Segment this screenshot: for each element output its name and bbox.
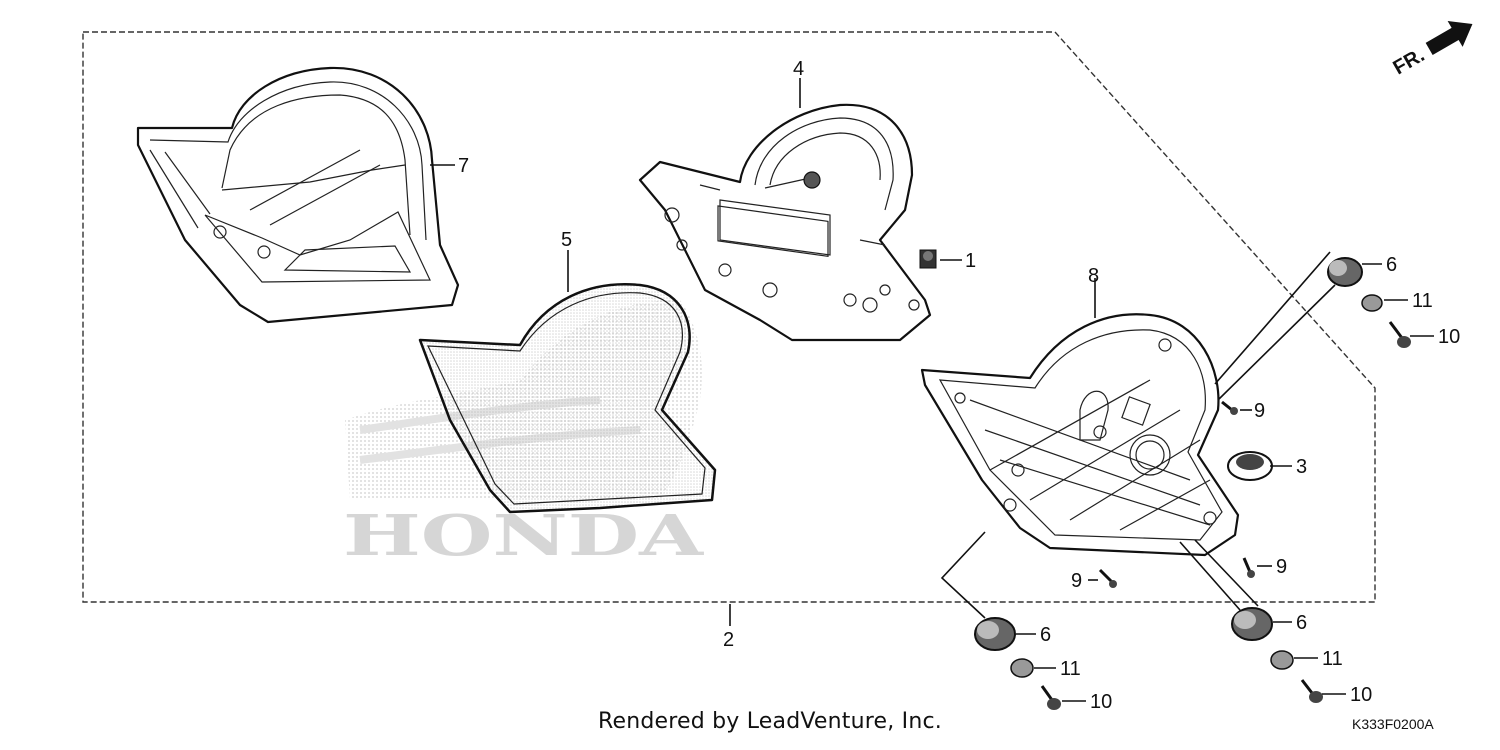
lower-meter-case-part <box>920 313 1240 557</box>
diagram-code: K333F0200A <box>1352 716 1434 732</box>
upper-meter-case-part <box>136 66 460 324</box>
callout-3: 3 <box>1296 456 1307 478</box>
screw-9-right <box>1221 400 1238 415</box>
front-indicator-label: FR. <box>1390 44 1429 79</box>
callout-1: 1 <box>965 250 976 272</box>
callout-6-bottom-right: 6 <box>1296 612 1307 634</box>
callout-5: 5 <box>561 229 572 251</box>
screw-bottom-right <box>1300 679 1323 703</box>
callout-9-upper: 9 <box>1254 400 1265 422</box>
callout-10-bottom-left: 10 <box>1090 691 1112 713</box>
meter-unit-part <box>638 103 932 342</box>
rubber-mount-top-right <box>1327 257 1363 287</box>
callout-10-bottom-right: 10 <box>1350 684 1372 706</box>
callout-6-bottom-left: 6 <box>1040 624 1051 646</box>
callout-6-top: 6 <box>1386 254 1397 276</box>
bulb-socket-part <box>919 249 937 269</box>
callouts: 4 7 5 1 8 6 11 10 9 3 9 9 2 6 11 10 6 11… <box>458 58 1460 713</box>
callout-10-top: 10 <box>1438 326 1460 348</box>
collar-bottom-left <box>1010 658 1034 678</box>
callout-11-bottom-left: 11 <box>1060 658 1081 680</box>
gasket-part <box>418 283 717 514</box>
screw-bottom-left <box>1040 685 1061 710</box>
callout-11-bottom-right: 11 <box>1322 648 1343 670</box>
callout-8: 8 <box>1088 265 1099 287</box>
rubber-mount-bottom-left <box>974 617 1016 651</box>
socket-part <box>1227 451 1273 481</box>
callout-11-top: 11 <box>1412 290 1433 312</box>
collar-top-right <box>1361 294 1383 312</box>
front-arrow-icon <box>1425 20 1473 55</box>
render-credit: Rendered by LeadVenture, Inc. <box>598 709 942 734</box>
assembly-boundary <box>82 31 1376 603</box>
honda-watermark: HONDA <box>343 503 705 569</box>
screw-top-right <box>1388 321 1411 348</box>
callout-9-lower-right: 9 <box>1276 556 1287 578</box>
rubber-mount-bottom-right <box>1231 607 1273 641</box>
callout-7: 7 <box>458 155 469 177</box>
collar-bottom-right <box>1270 650 1294 670</box>
callout-9-lower-left: 9 <box>1071 570 1082 592</box>
callout-2: 2 <box>723 629 734 651</box>
callout-4: 4 <box>793 58 804 80</box>
screw-9-lower-right <box>1242 557 1255 578</box>
leader-lines <box>430 78 1434 702</box>
screw-9-lower-left <box>1098 568 1117 588</box>
front-direction-indicator: FR. <box>1390 20 1473 79</box>
